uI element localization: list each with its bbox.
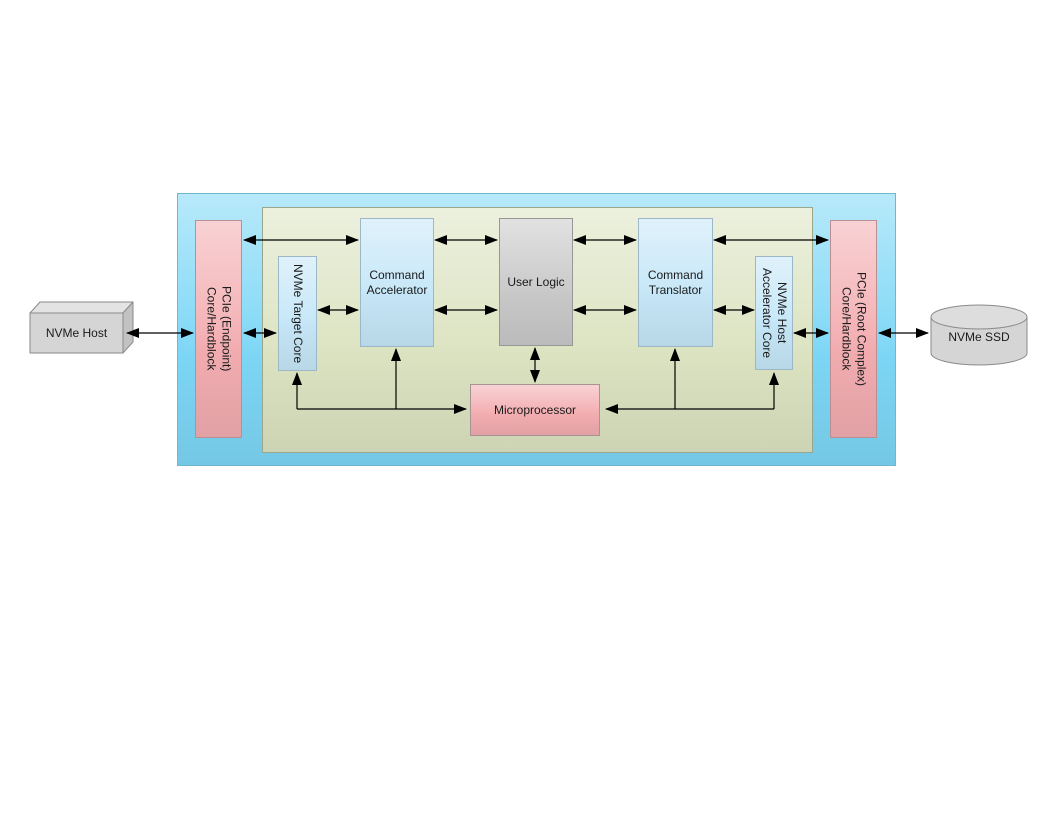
nvme-host-accelerator-core-label: NVMe Host Accelerator Core bbox=[760, 267, 789, 359]
nvme-ssd-block: NVMe SSD bbox=[931, 317, 1027, 357]
command-translator-label: Command Translator bbox=[647, 267, 704, 297]
pcie-root-complex-block: PCIe (Root Complex) Core/Hardblock bbox=[830, 220, 877, 438]
user-logic-label: User Logic bbox=[507, 274, 565, 289]
microprocessor-block: Microprocessor bbox=[470, 384, 600, 436]
nvme-target-core-label: NVMe Target Core bbox=[291, 263, 305, 364]
nvme-ssd-label: NVMe SSD bbox=[948, 330, 1010, 344]
user-logic-block: User Logic bbox=[499, 218, 573, 346]
nvme-host-block: NVMe Host bbox=[30, 313, 123, 353]
command-accelerator-label: Command Accelerator bbox=[366, 267, 428, 297]
nvme-host-accelerator-core-block: NVMe Host Accelerator Core bbox=[755, 256, 793, 370]
nvme-host-label: NVMe Host bbox=[45, 326, 108, 340]
pcie-endpoint-block: PCIe (Endpoint) Core/Hardblock bbox=[195, 220, 242, 438]
microprocessor-label: Microprocessor bbox=[493, 402, 577, 417]
pcie-endpoint-label: PCIe (Endpoint) Core/Hardblock bbox=[204, 286, 234, 372]
pcie-root-complex-label: PCIe (Root Complex) Core/Hardblock bbox=[839, 271, 869, 387]
command-translator-block: Command Translator bbox=[638, 218, 713, 347]
command-accelerator-block: Command Accelerator bbox=[360, 218, 434, 347]
nvme-target-core-block: NVMe Target Core bbox=[278, 256, 317, 371]
